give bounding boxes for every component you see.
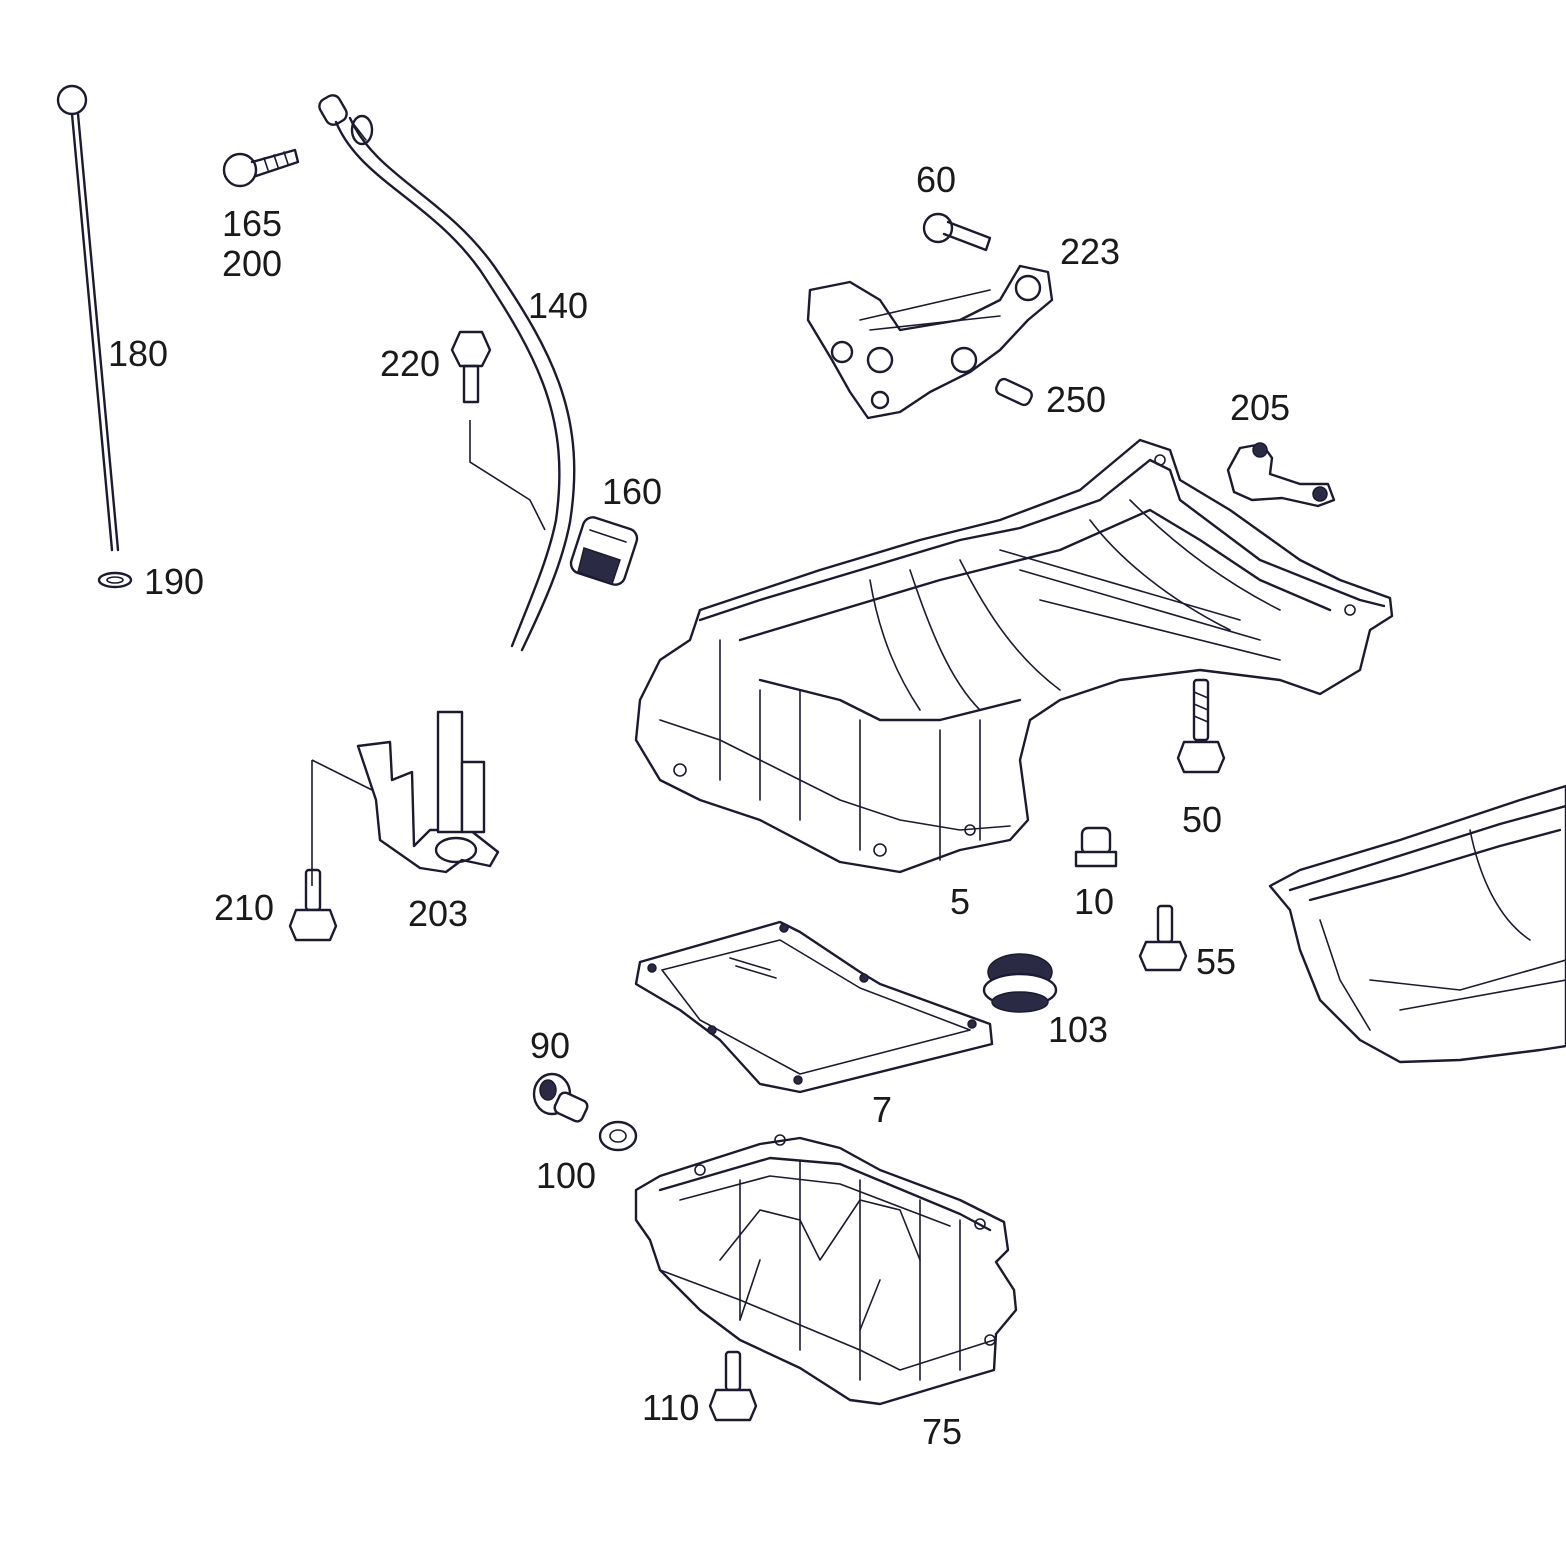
dowel-250-part [995,377,1033,407]
bracket-223-part [806,264,1054,420]
bolt-60-part [922,212,992,252]
callout-75: 75 [922,1411,963,1452]
bracket-205-part [1226,442,1336,508]
lower-oil-pan-part [634,1134,1018,1406]
baffle-103-part [982,953,1058,1013]
guide-tube-part [318,94,576,652]
bolt-110-part [708,1350,758,1422]
callout-223: 223 [1060,231,1121,272]
plug-160-part [569,516,639,586]
callout-140: 140 [528,285,589,326]
bolt-210-part [288,868,338,942]
callout-165: 165 [222,203,283,244]
callout-103: 103 [1048,1009,1109,1050]
o-ring-part [97,571,133,589]
bolt-55-part [1138,904,1188,972]
callout-205: 205 [1230,387,1291,428]
callout-210: 210 [214,887,275,928]
plug-10-part [1074,826,1118,868]
gasket-7-part [634,920,994,1094]
callout-100: 100 [536,1155,597,1196]
callout-90: 90 [530,1025,571,1066]
callout-50: 50 [1182,799,1223,840]
upper-oil-pan-part [634,438,1394,874]
callout-220: 220 [380,343,441,384]
callout-203: 203 [408,893,469,934]
bolt-50-part [1176,678,1226,774]
washer-100-part [598,1120,638,1152]
drain-plug-90-part [532,1072,589,1123]
callout-5: 5 [950,881,971,922]
callout-10: 10 [1074,881,1115,922]
callout-200: 200 [222,243,283,284]
alternate-oil-pan-part [1268,784,1566,1064]
callout-190: 190 [144,561,205,602]
callout-60: 60 [916,159,957,200]
callout-180: 180 [108,333,169,374]
callout-55: 55 [1196,941,1237,982]
callout-250: 250 [1046,379,1107,420]
callout-160: 160 [602,471,663,512]
callout-110: 110 [642,1387,700,1428]
pickup-bracket-203-part [311,710,500,886]
bolt-165-part [222,148,300,188]
dipstick-part [56,84,120,552]
callout-7: 7 [872,1089,893,1130]
bolt-220-part [450,330,546,531]
